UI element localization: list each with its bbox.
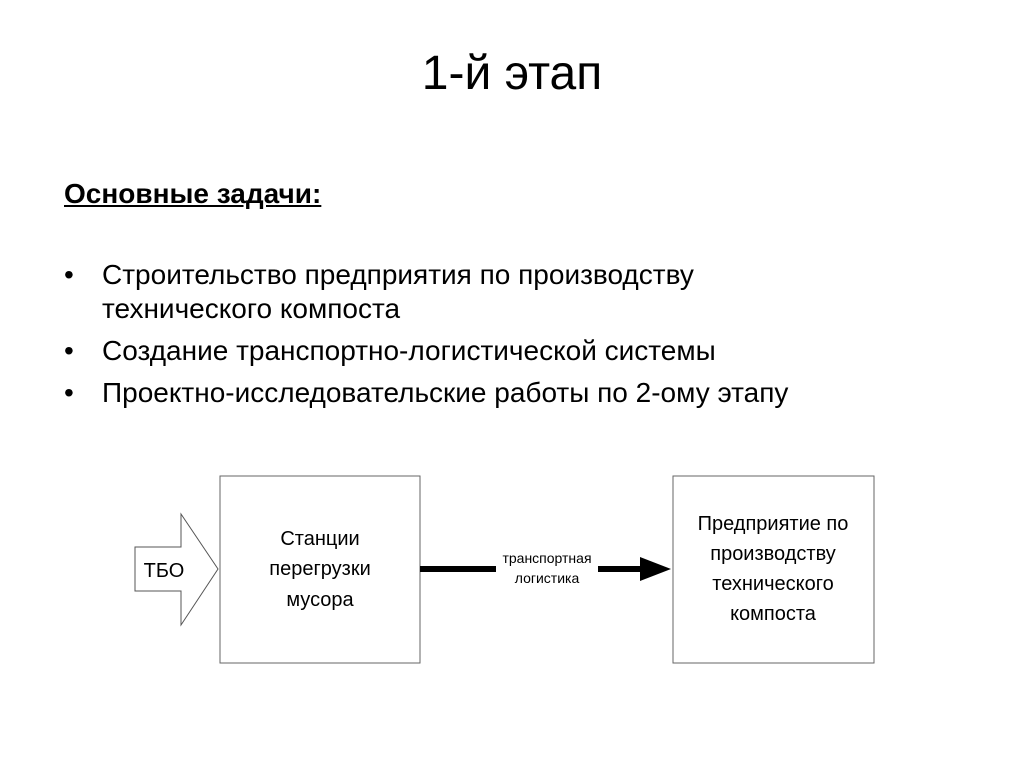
task-line: Проектно-исследовательские работы по 2-о… (102, 377, 789, 408)
station-label-line: перегрузки (269, 558, 370, 580)
plant-label-line: Предприятие по (698, 513, 849, 535)
slide-subtitle: Основные задачи: (64, 178, 322, 209)
task-item: • Проектно-исследовательские работы по 2… (58, 376, 998, 410)
link-label-line: логистика (515, 570, 580, 586)
task-item: • Создание транспортно-логистической сис… (58, 334, 998, 368)
task-list: • Строительство предприятия по производс… (58, 258, 998, 418)
task-line: технического компоста (102, 293, 401, 324)
plant-label-line: компоста (730, 603, 817, 625)
bullet-icon: • (64, 335, 74, 366)
slide-title: 1-й этап (421, 47, 603, 100)
input-arrow-shape (134, 512, 219, 627)
input-label: ТБО (144, 560, 185, 582)
task-item: • Строительство предприятия по производс… (58, 258, 998, 326)
task-line: Создание транспортно-логистической систе… (102, 335, 716, 366)
plant-label-line: производству (710, 543, 836, 565)
arrowhead-icon (640, 557, 671, 581)
plant-box (672, 475, 875, 664)
bullet-icon: • (64, 377, 74, 408)
plant-label-line: технического (712, 573, 833, 595)
task-line: Строительство предприятия по производств… (102, 259, 694, 290)
bullet-icon: • (64, 259, 74, 290)
station-label-line: Станции (280, 528, 359, 550)
station-label-line: мусора (286, 589, 354, 611)
link-label-line: транспортная (502, 550, 591, 566)
